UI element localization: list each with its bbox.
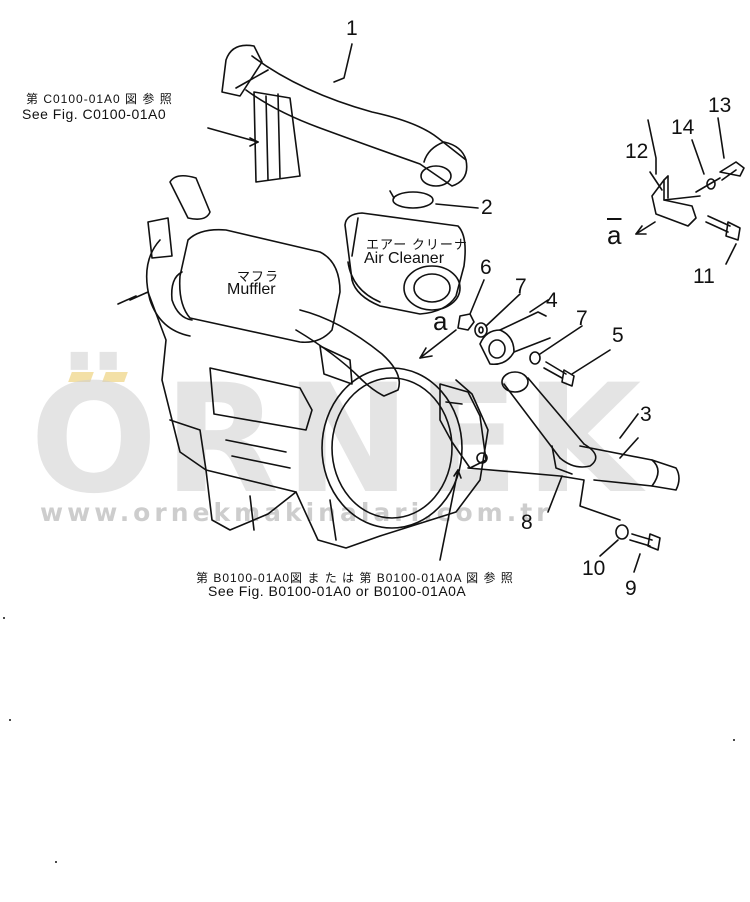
hose-clamp [389, 190, 479, 209]
clamp-4 [479, 299, 551, 366]
leader-12 [647, 119, 657, 175]
callout-5: 5 [612, 324, 624, 347]
exhaust-pipe [501, 371, 680, 491]
callout-7-upper: 7 [515, 275, 527, 298]
muffler-label-jp: マフラ [237, 269, 280, 284]
detail-washer-14 [706, 178, 716, 190]
callout-12: 12 [625, 140, 649, 163]
ref-top-jp: 第 C0100-01A0 図 参 照 [26, 92, 173, 106]
washer-7-upper [474, 293, 521, 338]
nut-6 [457, 279, 485, 331]
callout-13: 13 [708, 94, 732, 117]
callout-1: 1 [346, 17, 358, 40]
air-cleaner-label-jp: エアー クリーナ [366, 237, 468, 252]
view-marker-engine: a [433, 306, 448, 336]
detail-bolt-11 [705, 215, 741, 265]
muffler-label-en: Muffler [227, 281, 276, 298]
ref-bottom-en: See Fig. B0100-01A0 or B0100-01A0A [208, 583, 467, 599]
callout-6: 6 [480, 256, 492, 279]
callout-7-lower: 7 [576, 307, 588, 330]
callout-2: 2 [481, 196, 493, 219]
detail-view-arrow [635, 221, 656, 235]
leader-14 [691, 139, 705, 175]
leader-8 [547, 475, 563, 513]
watermark-brand: ÖRNEK [30, 353, 648, 527]
view-marker-detail: a [607, 220, 622, 250]
callout-9: 9 [625, 577, 637, 600]
callout-4: 4 [546, 289, 558, 312]
leader-3 [619, 413, 639, 439]
callout-3: 3 [640, 403, 652, 426]
ref-top-en: See Fig. C0100-01A0 [22, 106, 167, 122]
air-cleaner-body [344, 212, 466, 315]
callout-11: 11 [693, 265, 715, 288]
intake-hose [221, 44, 468, 187]
detail-bolt-13 [695, 161, 745, 193]
bolt-9 [629, 533, 661, 573]
washer-7-lower [529, 325, 583, 365]
engine-block [117, 291, 489, 549]
leader-10 [599, 539, 619, 557]
leader-1 [333, 43, 353, 83]
exhaust-stack [145, 174, 211, 337]
air-cleaner-label-en: Air Cleaner [364, 250, 445, 267]
reference-leader [439, 469, 459, 561]
callout-10: 10 [582, 557, 606, 580]
detail-bracket-12 [649, 171, 701, 227]
reference-pipe [207, 91, 301, 183]
pipe-bracket [467, 467, 621, 521]
leader-13 [717, 117, 725, 159]
view-arrow [419, 329, 457, 359]
washer-10 [615, 524, 629, 540]
engine-bracket [439, 383, 488, 469]
callout-8: 8 [521, 511, 533, 534]
ref-bottom-jp: 第 B0100-01A0図 ま た は 第 B0100-01A0A 図 参 照 [196, 571, 514, 585]
bolt-5 [543, 349, 611, 387]
callout-14: 14 [671, 116, 695, 139]
muffler-body [170, 228, 401, 397]
